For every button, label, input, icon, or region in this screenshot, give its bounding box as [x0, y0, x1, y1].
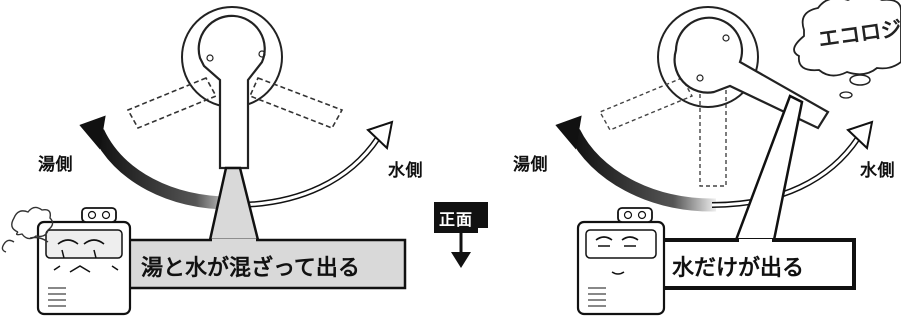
right-hot-arrow-shaft — [568, 128, 717, 212]
left-callout-text: 湯と水が混ざって出る — [141, 256, 360, 281]
left-dashed-handle-cold — [248, 76, 344, 129]
right-hot-side-label: 湯側 — [513, 155, 548, 175]
right-callout-pointer — [734, 94, 804, 242]
left-callout-box — [126, 238, 407, 290]
down-arrow-icon — [451, 252, 471, 268]
right-dashed-handle-center — [699, 80, 727, 187]
left-faucet-lever — [197, 14, 266, 170]
right-cold-arrowhead — [846, 120, 874, 150]
left-cold-side-label: 水側 — [388, 161, 423, 181]
left-faucet-diagram — [1, 6, 407, 316]
front-label: 正面 — [434, 203, 479, 233]
thought-bubble — [793, 0, 901, 99]
left-cold-arrow-outline — [233, 136, 381, 208]
right-water-heater — [576, 207, 666, 316]
right-callout-box — [652, 238, 856, 290]
right-faucet-diagram — [555, 0, 901, 316]
left-hot-side-label: 湯側 — [38, 155, 73, 175]
left-hot-arrowhead — [79, 115, 106, 150]
right-hot-arrowhead — [555, 115, 582, 150]
right-cold-side-label: 水側 — [860, 161, 895, 181]
left-dashed-handle-hot — [126, 76, 218, 130]
left-hot-arrow-shaft — [92, 129, 239, 210]
left-cold-arrowhead — [366, 120, 394, 150]
right-callout-text: 水だけが出る — [672, 256, 805, 281]
right-dashed-handle-hot — [599, 77, 693, 131]
steam-icon — [1, 206, 54, 253]
left-water-heater — [36, 207, 132, 316]
